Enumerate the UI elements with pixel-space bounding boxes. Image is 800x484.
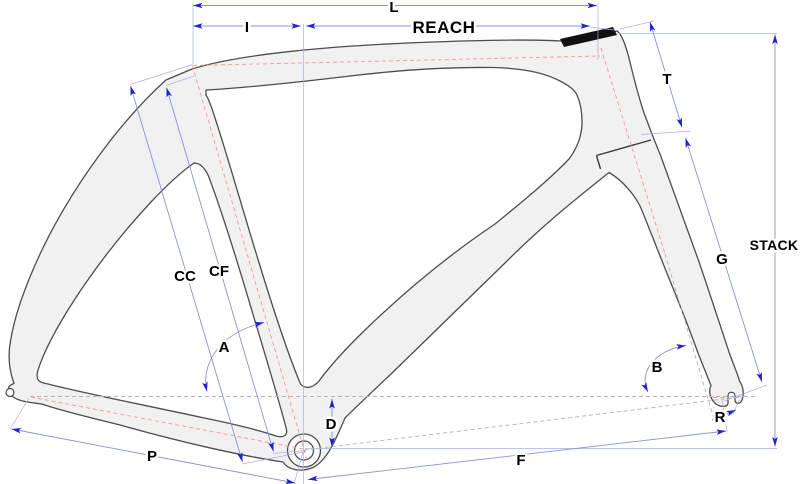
dim-fork-rake <box>711 409 737 421</box>
dim-head-angle-arc <box>641 344 687 393</box>
label-seat-tube-cc: CC <box>174 268 196 285</box>
witness-bb-chainstay <box>293 451 304 484</box>
bb-to-front-axle-line <box>303 395 749 451</box>
witness-rear-axle <box>9 397 30 430</box>
witness-front-axle <box>723 384 768 402</box>
steering-axis-upper <box>600 47 666 255</box>
fork-crown-line <box>595 139 652 170</box>
label-seat-offset: I <box>245 19 249 36</box>
rear-dropout-slot <box>5 387 15 398</box>
witness-headtube-top <box>619 20 655 30</box>
frame-outline <box>7 30 744 471</box>
label-stack: STACK <box>750 237 799 253</box>
dim-head-tube <box>649 21 683 128</box>
witness-cf-top <box>165 75 195 86</box>
dim-chainstay <box>11 428 296 484</box>
dim-fork-length <box>685 137 763 383</box>
label-chainstay-length: P <box>147 448 157 465</box>
dimension-lines <box>11 2 778 484</box>
top-tube-centerline <box>192 55 601 66</box>
label-fork-length: G <box>716 251 728 268</box>
dim-seat-angle-arc <box>202 321 265 392</box>
dim-front-center <box>307 429 727 482</box>
frame-silhouette <box>5 27 744 471</box>
label-reach: REACH <box>413 18 476 37</box>
witness-fork-crown <box>640 130 692 135</box>
label-top-tube-horizontal: L <box>389 0 398 16</box>
witness-reach-end <box>589 26 615 31</box>
label-head-tube-angle: B <box>652 359 663 376</box>
label-fork-rake: R <box>715 409 726 426</box>
label-bb-drop: D <box>326 416 337 433</box>
headset-spacer <box>560 27 617 47</box>
witness-cc-top <box>129 64 194 85</box>
label-head-tube-length: T <box>662 71 671 88</box>
label-front-center: F <box>516 452 525 469</box>
label-seat-tube-cf: CF <box>209 263 229 280</box>
label-seat-tube-angle: A <box>219 339 230 356</box>
dimension-labels: L I REACH T STACK G CC CF A B D P F R <box>144 0 800 472</box>
